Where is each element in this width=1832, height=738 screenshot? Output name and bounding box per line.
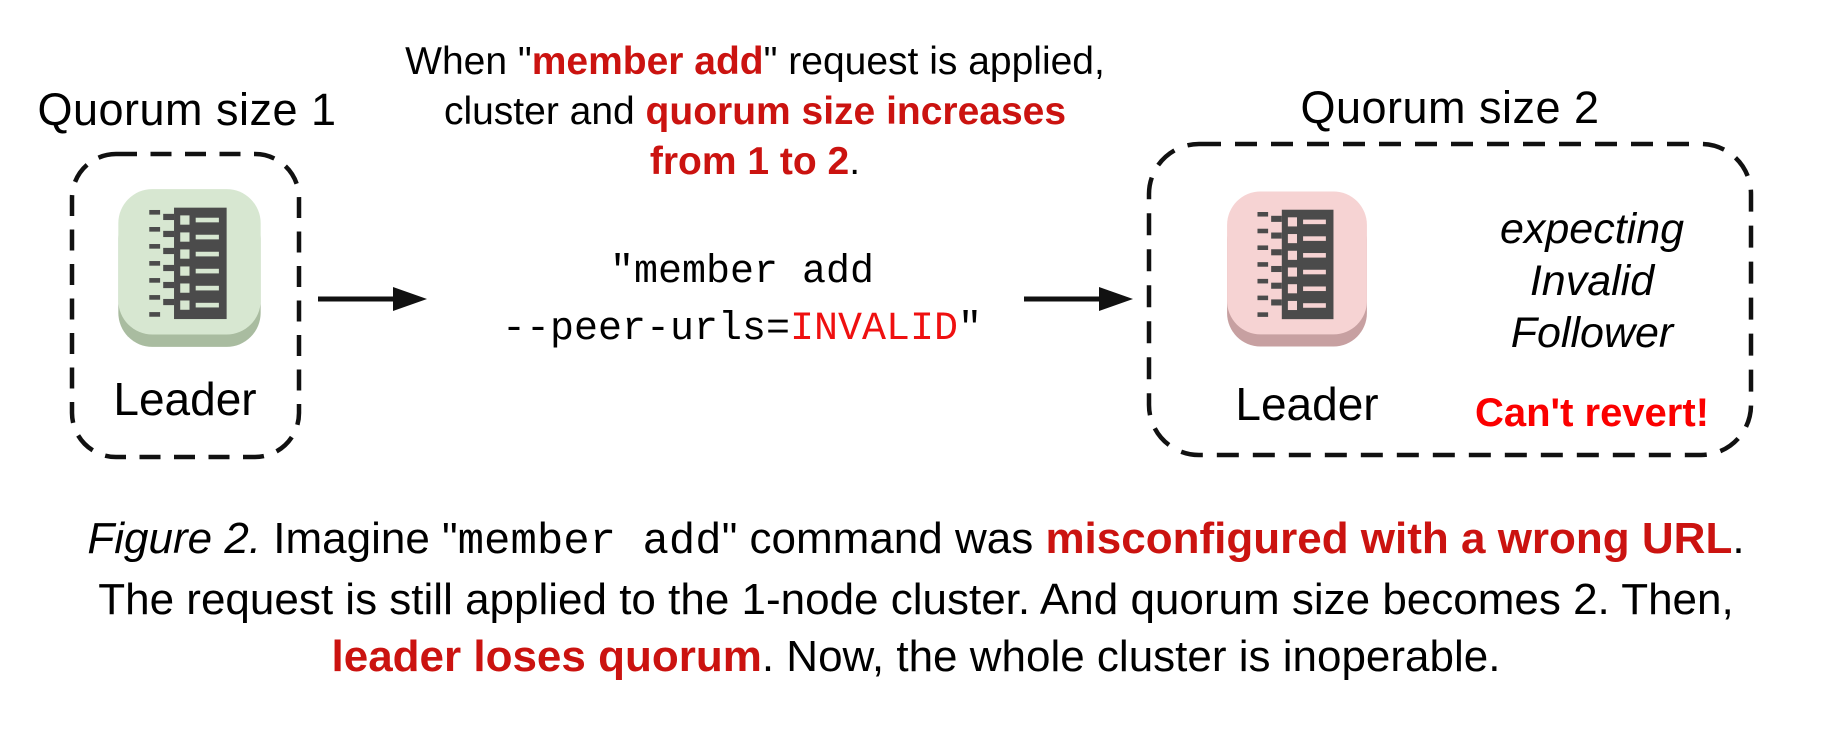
flow-arrow-right xyxy=(1022,283,1134,315)
caption-line: leader loses quorum. Now, the whole clus… xyxy=(331,632,1501,681)
leader-node-right xyxy=(1221,186,1373,352)
right-cluster-title: Quorum size 2 xyxy=(1300,82,1600,133)
arrow-right-icon xyxy=(318,287,427,311)
caption-line: The request is still applied to the 1-no… xyxy=(98,575,1734,624)
expecting-line: expecting xyxy=(1499,205,1685,253)
command-text: "member add --peer-urls=INVALID" xyxy=(442,244,1042,358)
server-icon xyxy=(118,189,261,347)
left-cluster-box xyxy=(69,151,302,460)
dashed-border xyxy=(1146,141,1754,458)
arrow-right-icon xyxy=(1024,287,1133,311)
expecting-follower-note: expecting Invalid Follower xyxy=(1442,203,1742,359)
caption-line: Figure 2. Imagine "member add" command w… xyxy=(87,514,1745,567)
top-annotation: When "member add" request is applied, cl… xyxy=(400,37,1110,187)
expecting-line: Follower xyxy=(1510,309,1674,357)
expecting-line: Invalid xyxy=(1529,257,1655,305)
leader-node-left xyxy=(112,186,267,350)
left-cluster-title: Quorum size 1 xyxy=(37,84,337,135)
right-cluster-box xyxy=(1146,141,1754,458)
top-annotation-line: When "member add" request is applied, xyxy=(405,40,1105,83)
server-icon xyxy=(1227,191,1367,347)
flow-arrow-left xyxy=(316,283,428,315)
command-line: "member add xyxy=(609,250,875,295)
top-annotation-line: from 1 to 2. xyxy=(649,140,861,183)
right-node-label: Leader xyxy=(1235,378,1379,430)
cant-revert-warning: Can't revert! xyxy=(1474,391,1710,435)
command-line: --peer-urls=INVALID" xyxy=(501,307,983,352)
dashed-border xyxy=(69,151,302,460)
left-node-label: Leader xyxy=(113,373,257,425)
top-annotation-line: cluster and quorum size increases xyxy=(443,90,1067,133)
figure-caption: Figure 2. Imagine "member add" command w… xyxy=(0,510,1832,685)
